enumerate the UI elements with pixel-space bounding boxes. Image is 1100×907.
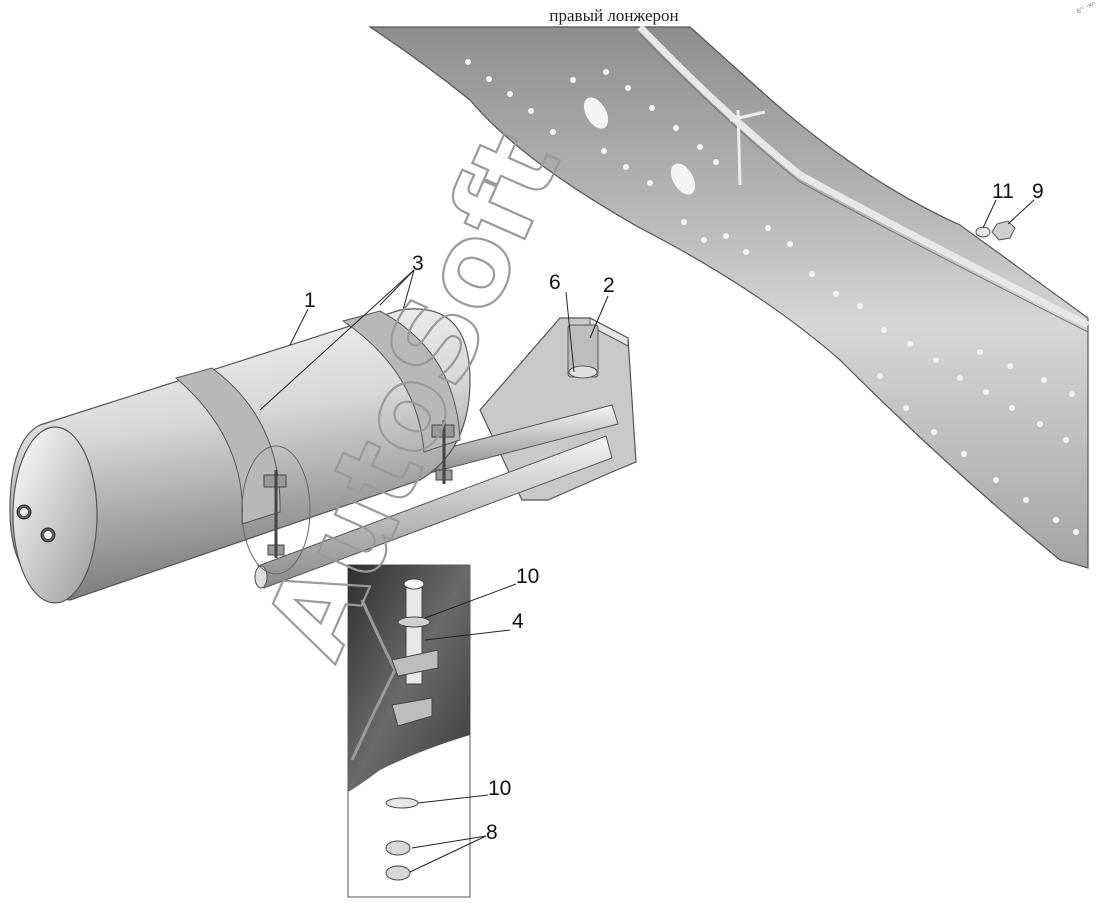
rail-holes [465,59,1079,535]
callout-4: 4 [512,610,524,633]
callout-1: 1 [304,289,316,312]
callout-2: 2 [603,274,615,297]
callout-3: 3 [412,252,424,275]
leader-lines [259,199,1035,873]
detail-inset [347,564,471,898]
diagram-title: правый лонжерон [549,6,679,25]
tank-straps [174,310,461,575]
callout-10-upper: 10 [516,565,539,588]
callout-11: 11 [992,180,1014,203]
frame-rail [368,24,1090,569]
callout-8: 8 [486,821,498,844]
callout-10-lower: 10 [488,777,511,800]
callout-9: 9 [1032,180,1044,203]
support-rods [254,404,619,589]
rail-fasteners [975,220,1016,241]
callouts: 1 2 3 4 6 8 9 10 10 11 [304,180,1044,844]
callout-6: 6 [549,271,561,294]
